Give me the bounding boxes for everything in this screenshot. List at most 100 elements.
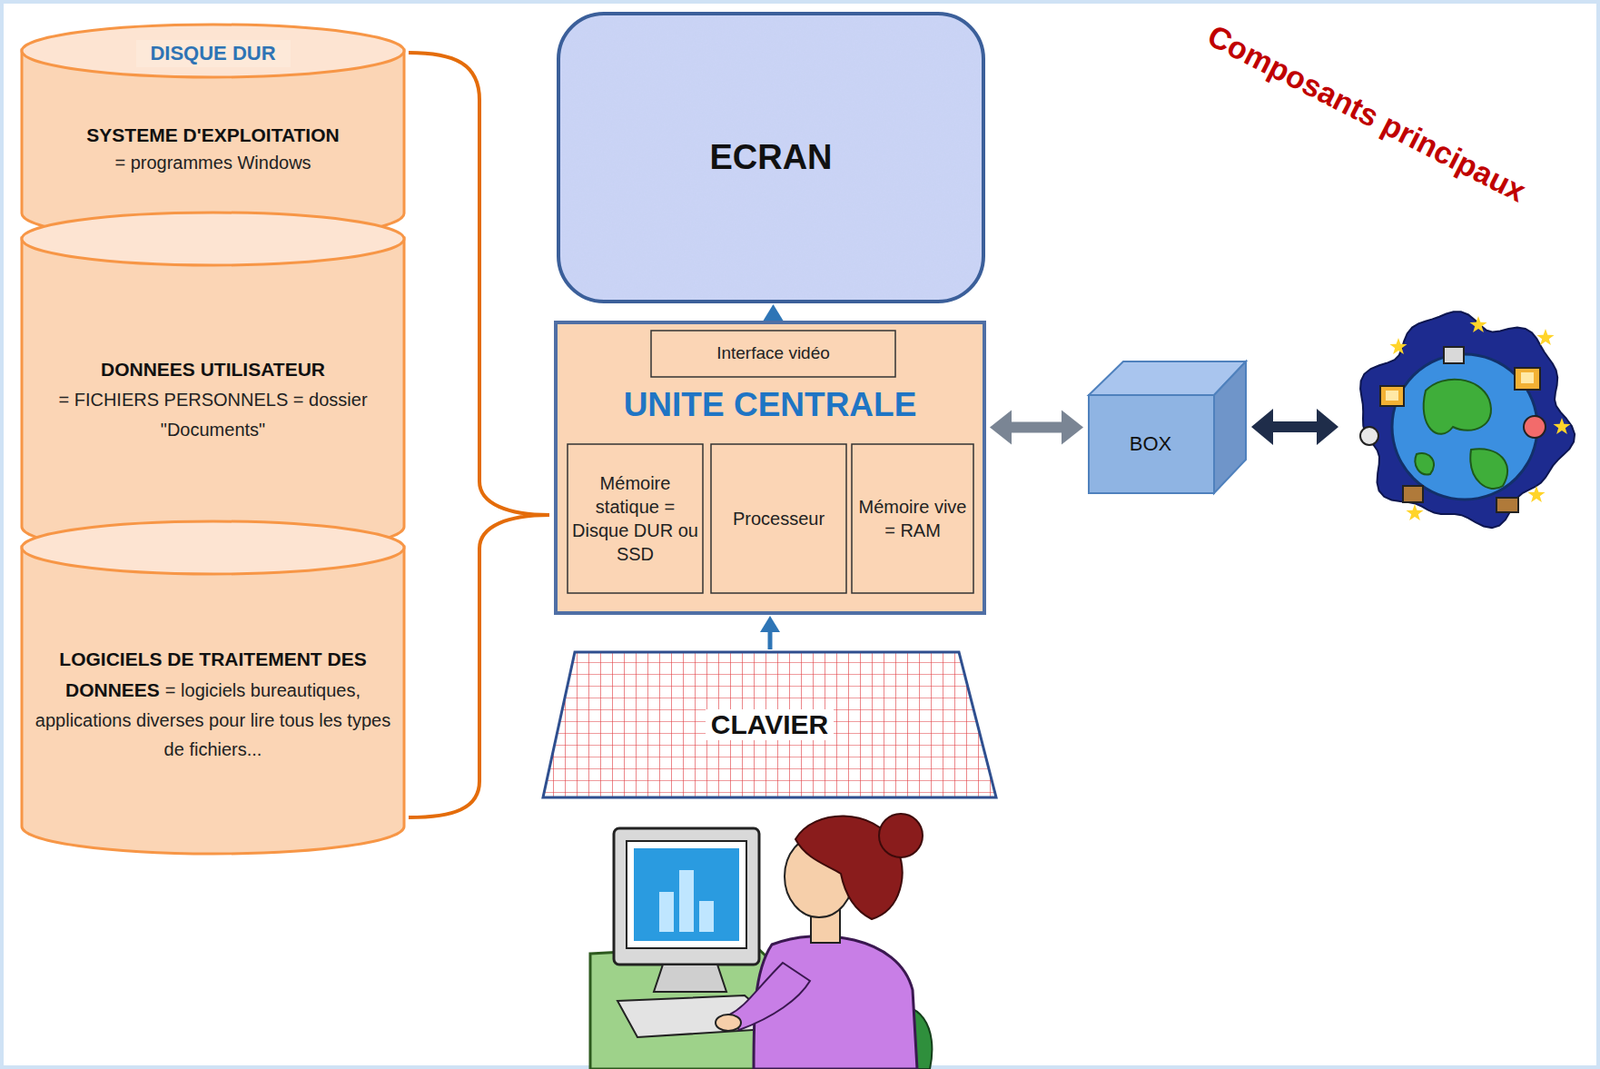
globe-illustration bbox=[1423, 379, 1492, 435]
arrow-head bbox=[763, 304, 784, 321]
user-illustration bbox=[679, 869, 694, 932]
node-outline bbox=[19, 210, 406, 554]
node-label: BOX bbox=[1129, 432, 1172, 456]
node-label: ECRAN bbox=[709, 138, 832, 178]
text-area: DONNEES UTILISATEUR= FICHIERS PERSONNELS… bbox=[36, 268, 390, 531]
globe-illustration bbox=[1360, 311, 1575, 528]
node-label: Interface vidéo bbox=[716, 342, 830, 366]
node-outline bbox=[850, 443, 975, 594]
component-box bbox=[651, 330, 896, 377]
star bbox=[1406, 503, 1424, 521]
star bbox=[1528, 485, 1546, 503]
globe-illustration bbox=[1520, 372, 1534, 384]
globe-illustration bbox=[1514, 367, 1541, 390]
user-illustration bbox=[613, 828, 760, 965]
node-label: = programmes Windows bbox=[114, 149, 311, 177]
globe-illustration bbox=[1443, 346, 1464, 364]
node-box: DISQUE DUR SYSTEME D'EXPLOITATION= progra… bbox=[19, 19, 406, 854]
node-box: BOX bbox=[1086, 359, 1248, 495]
arrow-head bbox=[760, 615, 781, 633]
text-block: LOGICIELS DE TRAITEMENT DES DONNEES= log… bbox=[32, 643, 394, 763]
globe-illustration bbox=[1470, 448, 1508, 489]
keyboard-shape bbox=[543, 651, 997, 798]
cylinder-body bbox=[21, 237, 405, 554]
globe-illustration bbox=[1414, 453, 1434, 475]
user-illustration bbox=[590, 813, 932, 1069]
star bbox=[1390, 337, 1408, 355]
node-label: Processeur bbox=[732, 506, 825, 531]
text-area: Interface vidéo bbox=[653, 332, 893, 376]
internet-arrow bbox=[1251, 408, 1274, 445]
node-label: DONNEES UTILISATEUR bbox=[100, 354, 326, 386]
star bbox=[1553, 417, 1571, 435]
text-area: Mémoire vive = RAM bbox=[854, 445, 971, 592]
node-outline bbox=[1086, 359, 1248, 495]
cylinder-top bbox=[21, 24, 405, 78]
unit-box bbox=[555, 322, 985, 613]
screen-texture bbox=[558, 13, 984, 302]
internet-arrow bbox=[1269, 421, 1321, 433]
globe-illustration bbox=[1390, 316, 1571, 521]
text-area: ECRAN bbox=[565, 20, 977, 295]
text-area: Processeur bbox=[713, 445, 844, 592]
node-box: DONNEES UTILISATEUR= FICHIERS PERSONNELS… bbox=[19, 210, 406, 554]
component-box bbox=[711, 444, 847, 593]
node-outline bbox=[566, 443, 704, 594]
node-label: DISQUE DUR bbox=[135, 39, 290, 68]
user-illustration bbox=[633, 848, 740, 941]
screen-border bbox=[558, 13, 984, 302]
node-label: CLAVIER bbox=[705, 709, 834, 741]
screen-fill bbox=[558, 13, 984, 302]
globe-illustration bbox=[1385, 390, 1399, 401]
component-box bbox=[851, 444, 974, 593]
arrow-head bbox=[989, 410, 1012, 445]
diagram-title: Composants principaux bbox=[1202, 18, 1532, 210]
node-label: = FICHIERS PERSONNELS = dossier "Documen… bbox=[36, 385, 390, 445]
node-box: ECRAN bbox=[556, 11, 986, 304]
globe-illustration bbox=[1496, 497, 1519, 513]
cylinder-top bbox=[21, 212, 405, 266]
internet-arrow bbox=[1316, 408, 1339, 445]
text-area: BOX bbox=[1088, 396, 1213, 492]
node-label: SYSTEME D'EXPLOITATION bbox=[86, 121, 339, 149]
node-box: CLAVIER bbox=[541, 650, 998, 800]
user-illustration bbox=[699, 900, 714, 932]
user-illustration bbox=[659, 891, 674, 932]
user-illustration bbox=[626, 840, 747, 949]
text-area: SYSTEME D'EXPLOITATION= programmes Windo… bbox=[36, 80, 390, 218]
internet-arrow bbox=[1251, 408, 1339, 445]
user-illustration bbox=[715, 1014, 741, 1031]
node-label: Mémoire statique = Disque DUR ou SSD bbox=[570, 471, 701, 566]
text-area: CLAVIER bbox=[577, 653, 962, 796]
node-box: Processeur bbox=[710, 443, 848, 594]
user-illustration bbox=[879, 813, 923, 858]
globe-illustration bbox=[1523, 415, 1546, 438]
user-illustration bbox=[653, 964, 727, 992]
node-box: LOGICIELS DE TRAITEMENT DES DONNEES= log… bbox=[19, 519, 406, 854]
globe-illustration bbox=[1402, 485, 1423, 503]
node-box: Interface vidéo bbox=[650, 329, 897, 378]
node-box: Mémoire statique = Disque DUR ou SSD bbox=[566, 443, 704, 594]
connector-line bbox=[1007, 422, 1067, 434]
node-box: Mémoire vive = RAM bbox=[850, 443, 975, 594]
component-box bbox=[567, 444, 703, 593]
globe-illustration bbox=[1360, 311, 1575, 528]
cylinder-top bbox=[21, 521, 405, 574]
cube-front bbox=[1088, 395, 1215, 494]
node-label: Mémoire vive = RAM bbox=[854, 494, 971, 543]
star bbox=[1537, 328, 1555, 346]
arrow-head bbox=[1061, 410, 1084, 445]
connector bbox=[760, 615, 781, 650]
globe-illustration bbox=[1360, 426, 1379, 445]
cylinder-body bbox=[21, 546, 405, 854]
star bbox=[1470, 316, 1488, 333]
node-label: UNITE CENTRALE bbox=[553, 385, 987, 425]
cube-side bbox=[1214, 361, 1246, 494]
text-area: Mémoire statique = Disque DUR ou SSD bbox=[570, 445, 701, 592]
connector bbox=[989, 410, 1084, 445]
node-box: UNITE CENTRALE Interface vidéoMémoire sta… bbox=[553, 320, 987, 615]
globe-illustration bbox=[1380, 385, 1404, 406]
bracket bbox=[408, 52, 550, 818]
text-area: LOGICIELS DE TRAITEMENT DES DONNEES= log… bbox=[32, 577, 394, 830]
